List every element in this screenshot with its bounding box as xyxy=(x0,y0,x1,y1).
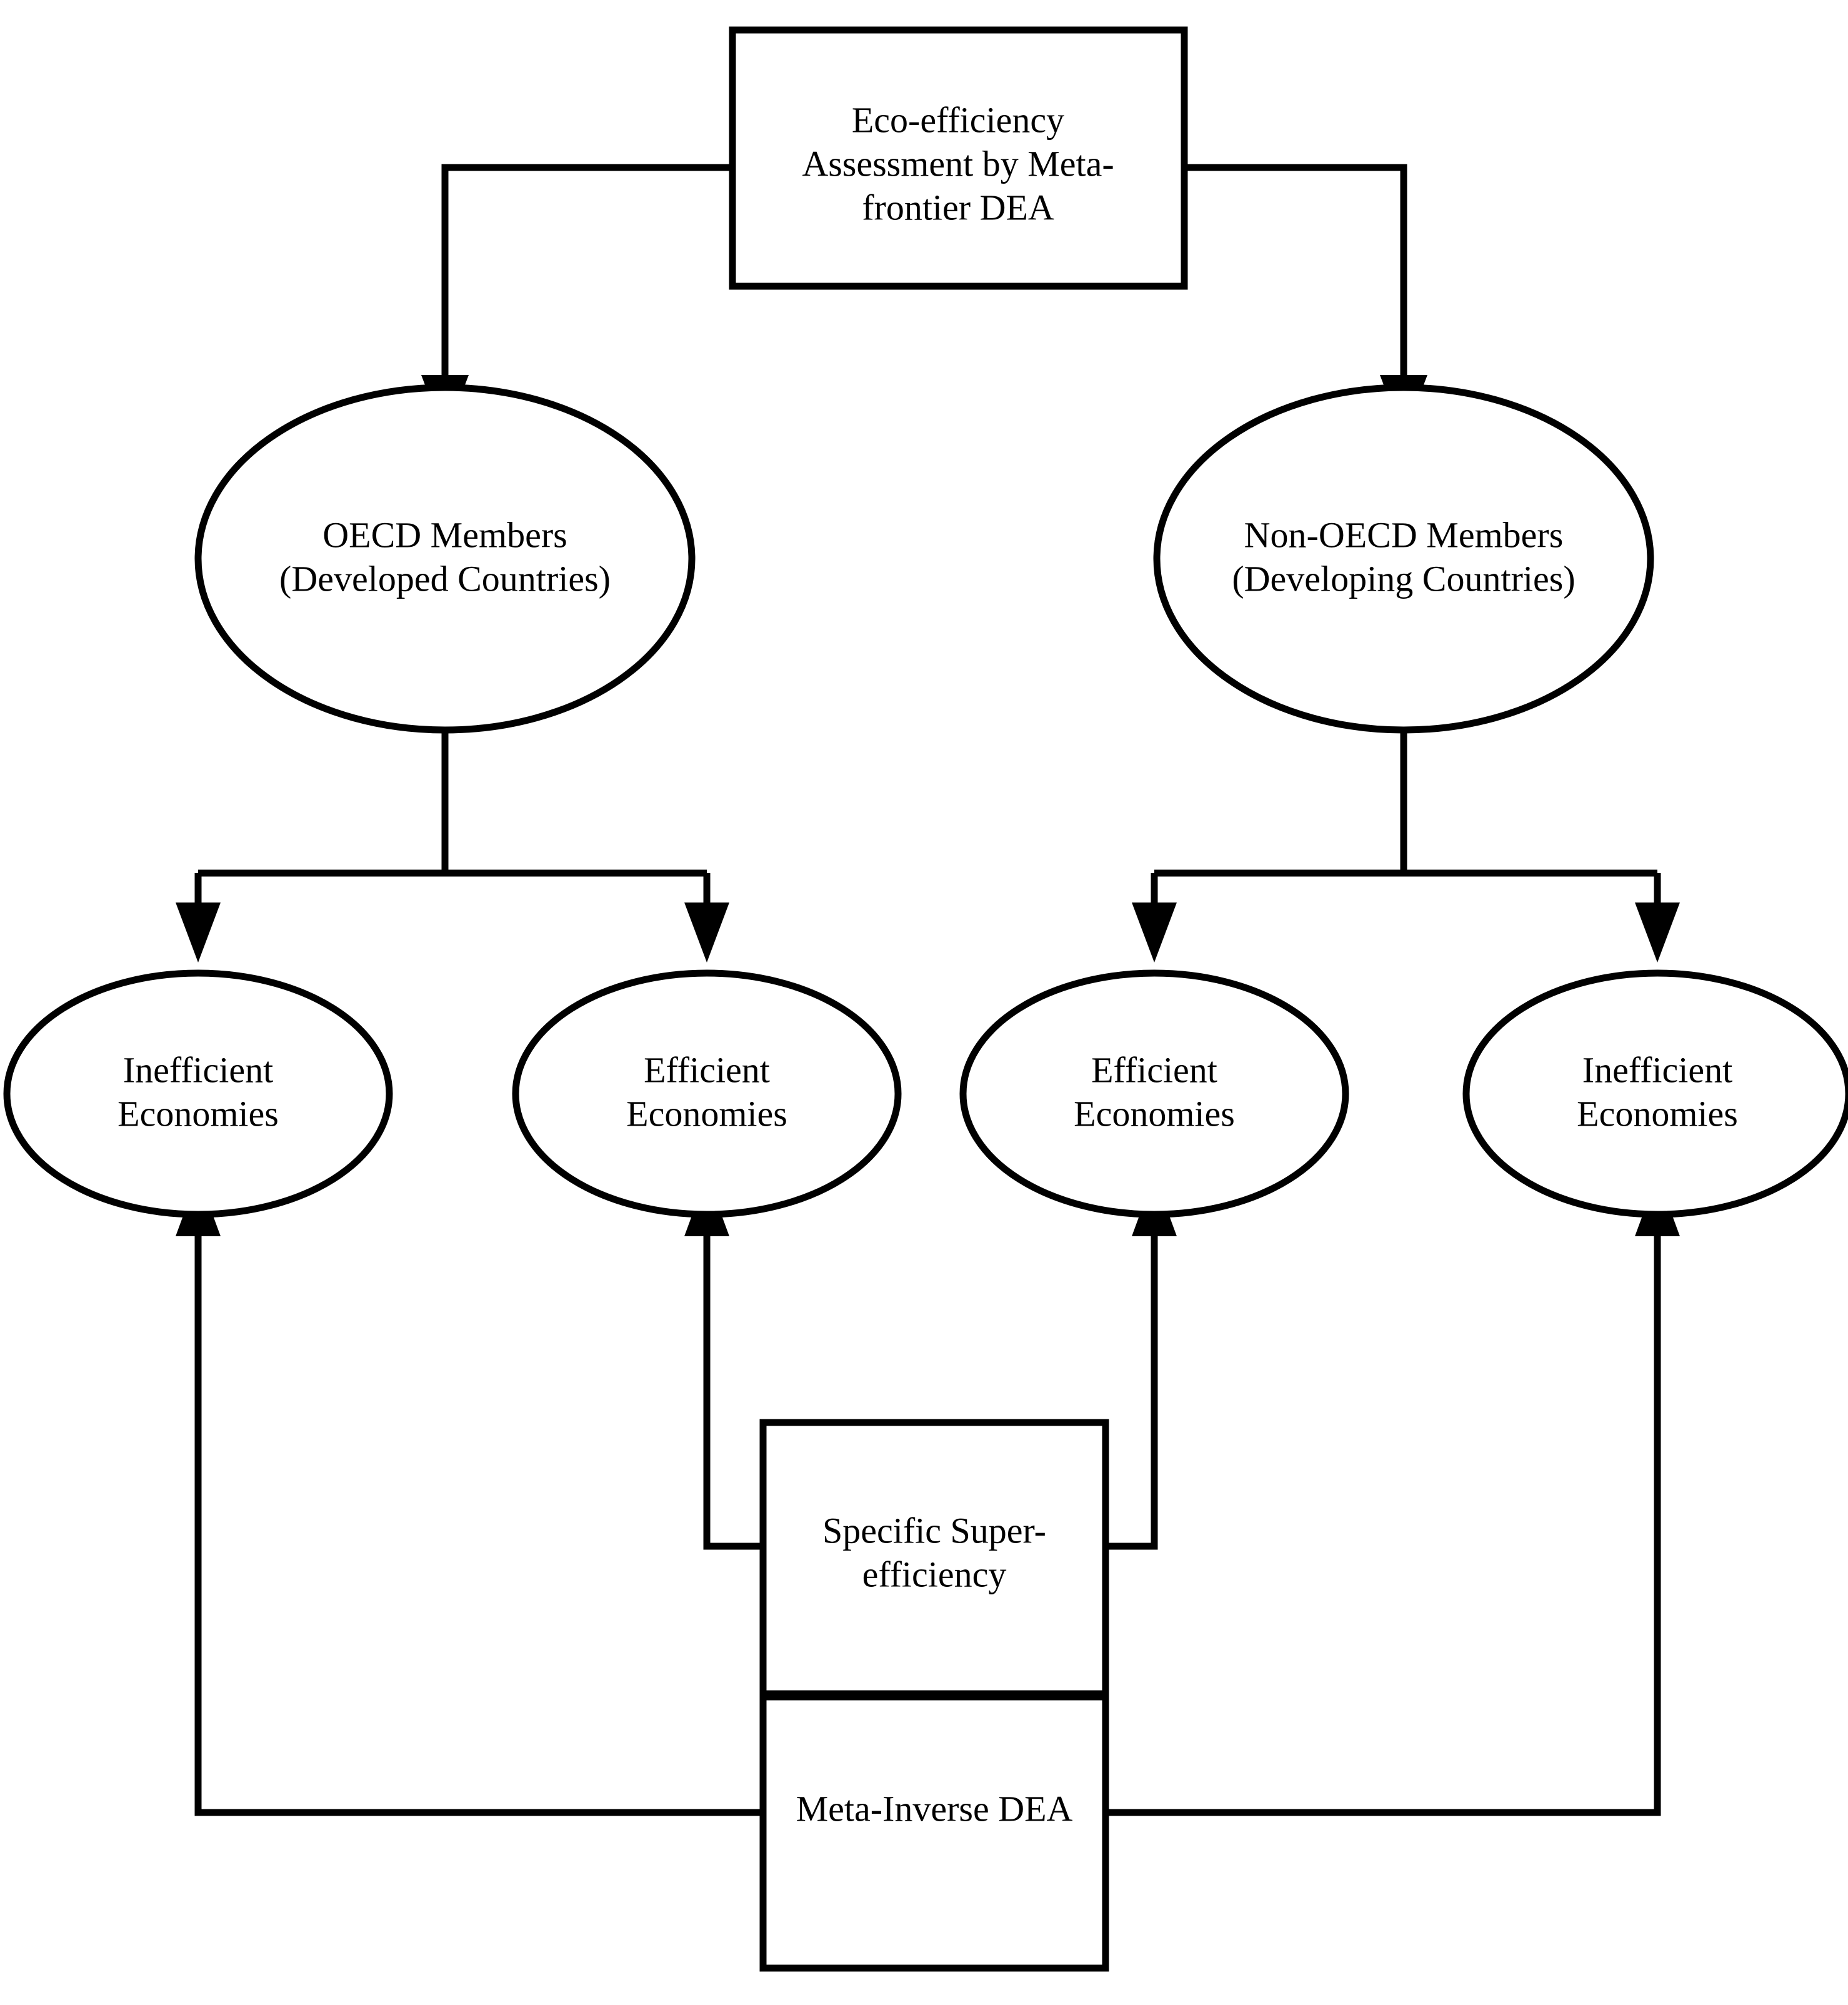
node-oecd-inefficient-economies[interactable]: Inefficient Economies xyxy=(3,969,393,1218)
node-meta-inverse-dea-line1: Meta-Inverse DEA xyxy=(796,1788,1073,1829)
node-oecd-efficient-economies[interactable]: Efficient Economies xyxy=(512,969,902,1218)
node-non-oecd-inefficient-economies[interactable]: Inefficient Economies xyxy=(1462,969,1848,1218)
node-eco-efficiency-assessment[interactable]: Eco-efficiency Assessment by Meta- front… xyxy=(729,26,1188,290)
node-eco-efficiency-assessment-line3: frontier DEA xyxy=(862,187,1054,228)
node-oecd-efficient-economies-line2: Economies xyxy=(626,1093,787,1134)
connector-super-efficiency-to-non-oecd-efficient xyxy=(1106,1175,1177,1550)
node-non-oecd-efficient-economies-line2: Economies xyxy=(1074,1093,1235,1134)
node-non-oecd-efficient-economies[interactable]: Efficient Economies xyxy=(959,969,1349,1218)
node-oecd-members-line1: OECD Members xyxy=(322,514,567,555)
node-eco-efficiency-assessment-line2: Assessment by Meta- xyxy=(802,143,1114,184)
node-non-oecd-inefficient-economies-line2: Economies xyxy=(1577,1093,1738,1134)
connector-oecd-split xyxy=(176,730,729,962)
node-oecd-members[interactable]: OECD Members (Developed Countries) xyxy=(194,384,696,734)
node-oecd-members-line2: (Developed Countries) xyxy=(279,558,611,599)
node-oecd-inefficient-economies-line1: Inefficient xyxy=(123,1049,273,1090)
node-specific-super-efficiency-line2: efficiency xyxy=(862,1554,1007,1594)
node-non-oecd-members-line1: Non-OECD Members xyxy=(1244,514,1564,555)
node-non-oecd-members[interactable]: Non-OECD Members (Developing Countries) xyxy=(1153,384,1654,734)
node-meta-inverse-dea[interactable]: Meta-Inverse DEA xyxy=(759,1693,1109,1972)
connector-meta-inverse-to-non-oecd-inefficient xyxy=(1106,1175,1680,1816)
node-non-oecd-inefficient-economies-line1: Inefficient xyxy=(1582,1049,1732,1090)
node-non-oecd-members-line2: (Developing Countries) xyxy=(1232,558,1575,599)
node-oecd-efficient-economies-line1: Efficient xyxy=(644,1049,770,1090)
node-oecd-inefficient-economies-line2: Economies xyxy=(117,1093,279,1134)
node-non-oecd-efficient-economies-line1: Efficient xyxy=(1091,1049,1217,1090)
node-specific-super-efficiency[interactable]: Specific Super- efficiency xyxy=(759,1419,1109,1698)
node-specific-super-efficiency-line1: Specific Super- xyxy=(822,1510,1046,1551)
connector-non-oecd-split xyxy=(1132,730,1680,962)
node-eco-efficiency-assessment-line1: Eco-efficiency xyxy=(852,99,1064,140)
connector-super-efficiency-to-oecd-efficient xyxy=(684,1175,763,1550)
connector-meta-inverse-to-oecd-inefficient xyxy=(176,1175,763,1816)
